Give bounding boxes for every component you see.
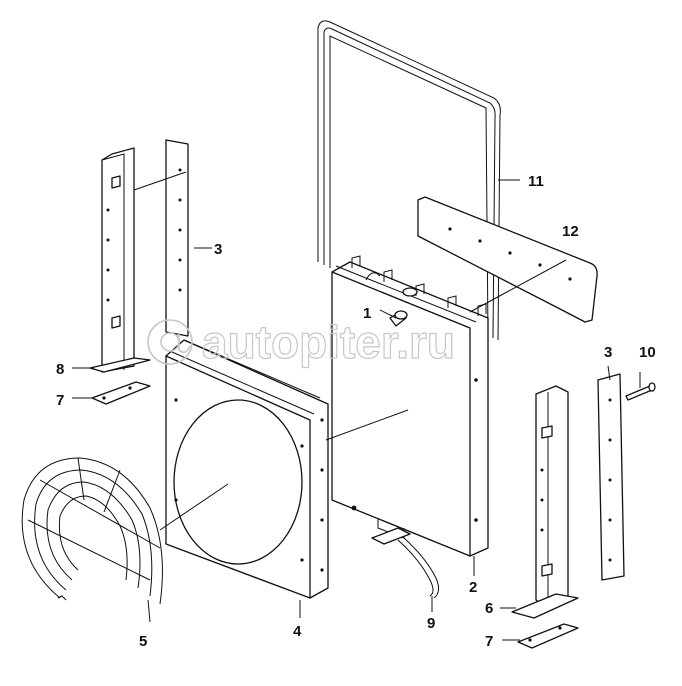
callout-6: 6 bbox=[485, 600, 493, 617]
watermark-text: autopiter.ru bbox=[202, 316, 455, 368]
callout-3-left: 3 bbox=[214, 241, 222, 258]
part-2-radiator bbox=[331, 255, 489, 557]
callout-5: 5 bbox=[139, 633, 147, 650]
callout-7-right: 7 bbox=[485, 633, 493, 650]
callout-4: 4 bbox=[293, 623, 302, 640]
callout-7-left: 7 bbox=[56, 392, 64, 409]
callout-11: 11 bbox=[528, 173, 544, 190]
part-12-shroud-plate bbox=[417, 196, 598, 323]
part-4-fan-shroud bbox=[165, 339, 329, 599]
part-6-right-bracket bbox=[511, 385, 579, 619]
part-10-bolt bbox=[625, 382, 656, 401]
callouts: 11 12 3 1 8 7 3 10 2 6 4 9 7 5 bbox=[56, 173, 656, 650]
leader-lines bbox=[72, 171, 641, 641]
part-3-left-plate bbox=[165, 139, 189, 337]
part-5-fan-guard bbox=[21, 457, 163, 605]
callout-2: 2 bbox=[469, 579, 477, 596]
callout-12: 12 bbox=[562, 223, 579, 240]
callout-3-right: 3 bbox=[604, 344, 612, 361]
callout-1: 1 bbox=[363, 305, 371, 322]
watermark: autopiter.ru bbox=[147, 315, 456, 369]
callout-9: 9 bbox=[427, 615, 435, 632]
part-1-cap bbox=[389, 310, 408, 327]
at-sign-icon bbox=[147, 319, 193, 365]
callout-8: 8 bbox=[56, 361, 64, 378]
part-3-right-plate bbox=[597, 373, 625, 581]
part-9-hose bbox=[371, 527, 440, 599]
part-8-left-bracket bbox=[89, 147, 151, 373]
callout-10: 10 bbox=[639, 344, 656, 361]
part-7-right-plate bbox=[517, 623, 579, 649]
part-7-left-plate bbox=[91, 381, 151, 405]
